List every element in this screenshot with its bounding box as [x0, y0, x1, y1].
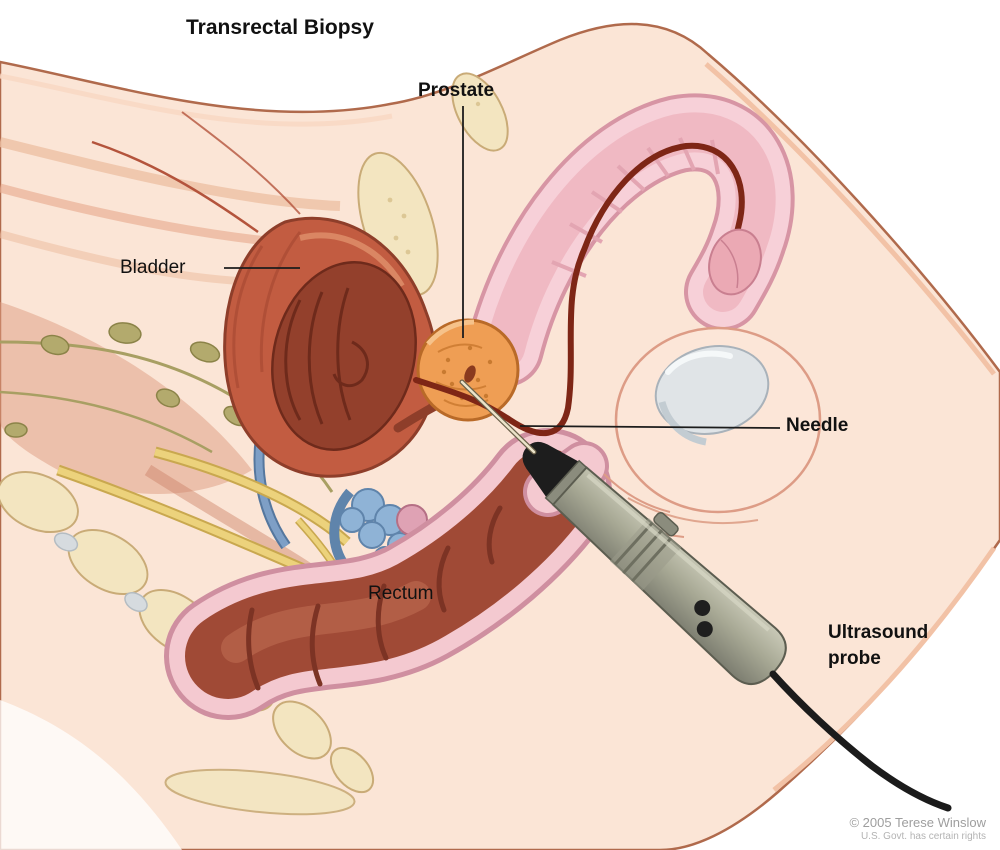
probe-ridges: [613, 521, 673, 583]
biopsy-needle: [459, 379, 537, 455]
probe-button-1: [694, 599, 711, 616]
bottom-left-highlight: [0, 700, 182, 850]
prostatic-urethra-opening: [464, 365, 476, 383]
skin-inner-line-top: [0, 73, 393, 127]
coccyx: [329, 746, 375, 794]
abdominal-bone: [451, 72, 509, 152]
probe-handle: [551, 466, 787, 685]
label-ultrasound-probe: Ultrasound probe: [828, 620, 928, 672]
rectum: [164, 428, 612, 720]
sacrum-5: [272, 700, 332, 760]
urethra: [413, 142, 745, 437]
bladder: [223, 216, 463, 478]
copyright-line2: U.S. Govt. has certain rights: [860, 831, 986, 842]
label-prostate: Prostate: [418, 80, 495, 101]
skin-inner-line-topright: [704, 62, 996, 376]
epididymis: [658, 400, 707, 446]
sacrum-1: [0, 470, 79, 534]
rectal-folds: [246, 505, 503, 691]
label-ultrasound-line2: probe: [828, 648, 881, 669]
testicle-highlight: [665, 350, 733, 375]
label-ultrasound-line1: Ultrasound: [828, 622, 929, 643]
bladder-folds: [284, 287, 369, 425]
copyright-credit: © 2005 Terese Winslow U.S. Govt. has cer…: [849, 815, 986, 842]
leader-line-needle: [519, 425, 781, 429]
diagram-title: Transrectal Biopsy: [186, 16, 374, 39]
scrotum-raphe: [627, 497, 759, 525]
label-needle: Needle: [786, 415, 849, 436]
probe-tip: [522, 441, 579, 498]
bladder-lumen: [271, 261, 417, 451]
skin-inner-line-buttock: [772, 546, 997, 792]
prostate-gland: [416, 318, 520, 422]
probe-knob: [653, 511, 679, 537]
label-rectum: Rectum: [368, 583, 434, 604]
testicle: [654, 345, 770, 435]
ultrasound-probe: [522, 441, 787, 685]
leader-lines: [224, 106, 781, 429]
probe-collar: [609, 518, 682, 591]
probe-cable: [769, 670, 952, 812]
copyright-line1: © 2005 Terese Winslow: [849, 815, 986, 830]
probe-button-2: [696, 621, 713, 638]
pelvic-nerves: [56, 446, 351, 583]
label-bladder: Bladder: [120, 257, 186, 278]
ischium-bone: [164, 768, 356, 816]
